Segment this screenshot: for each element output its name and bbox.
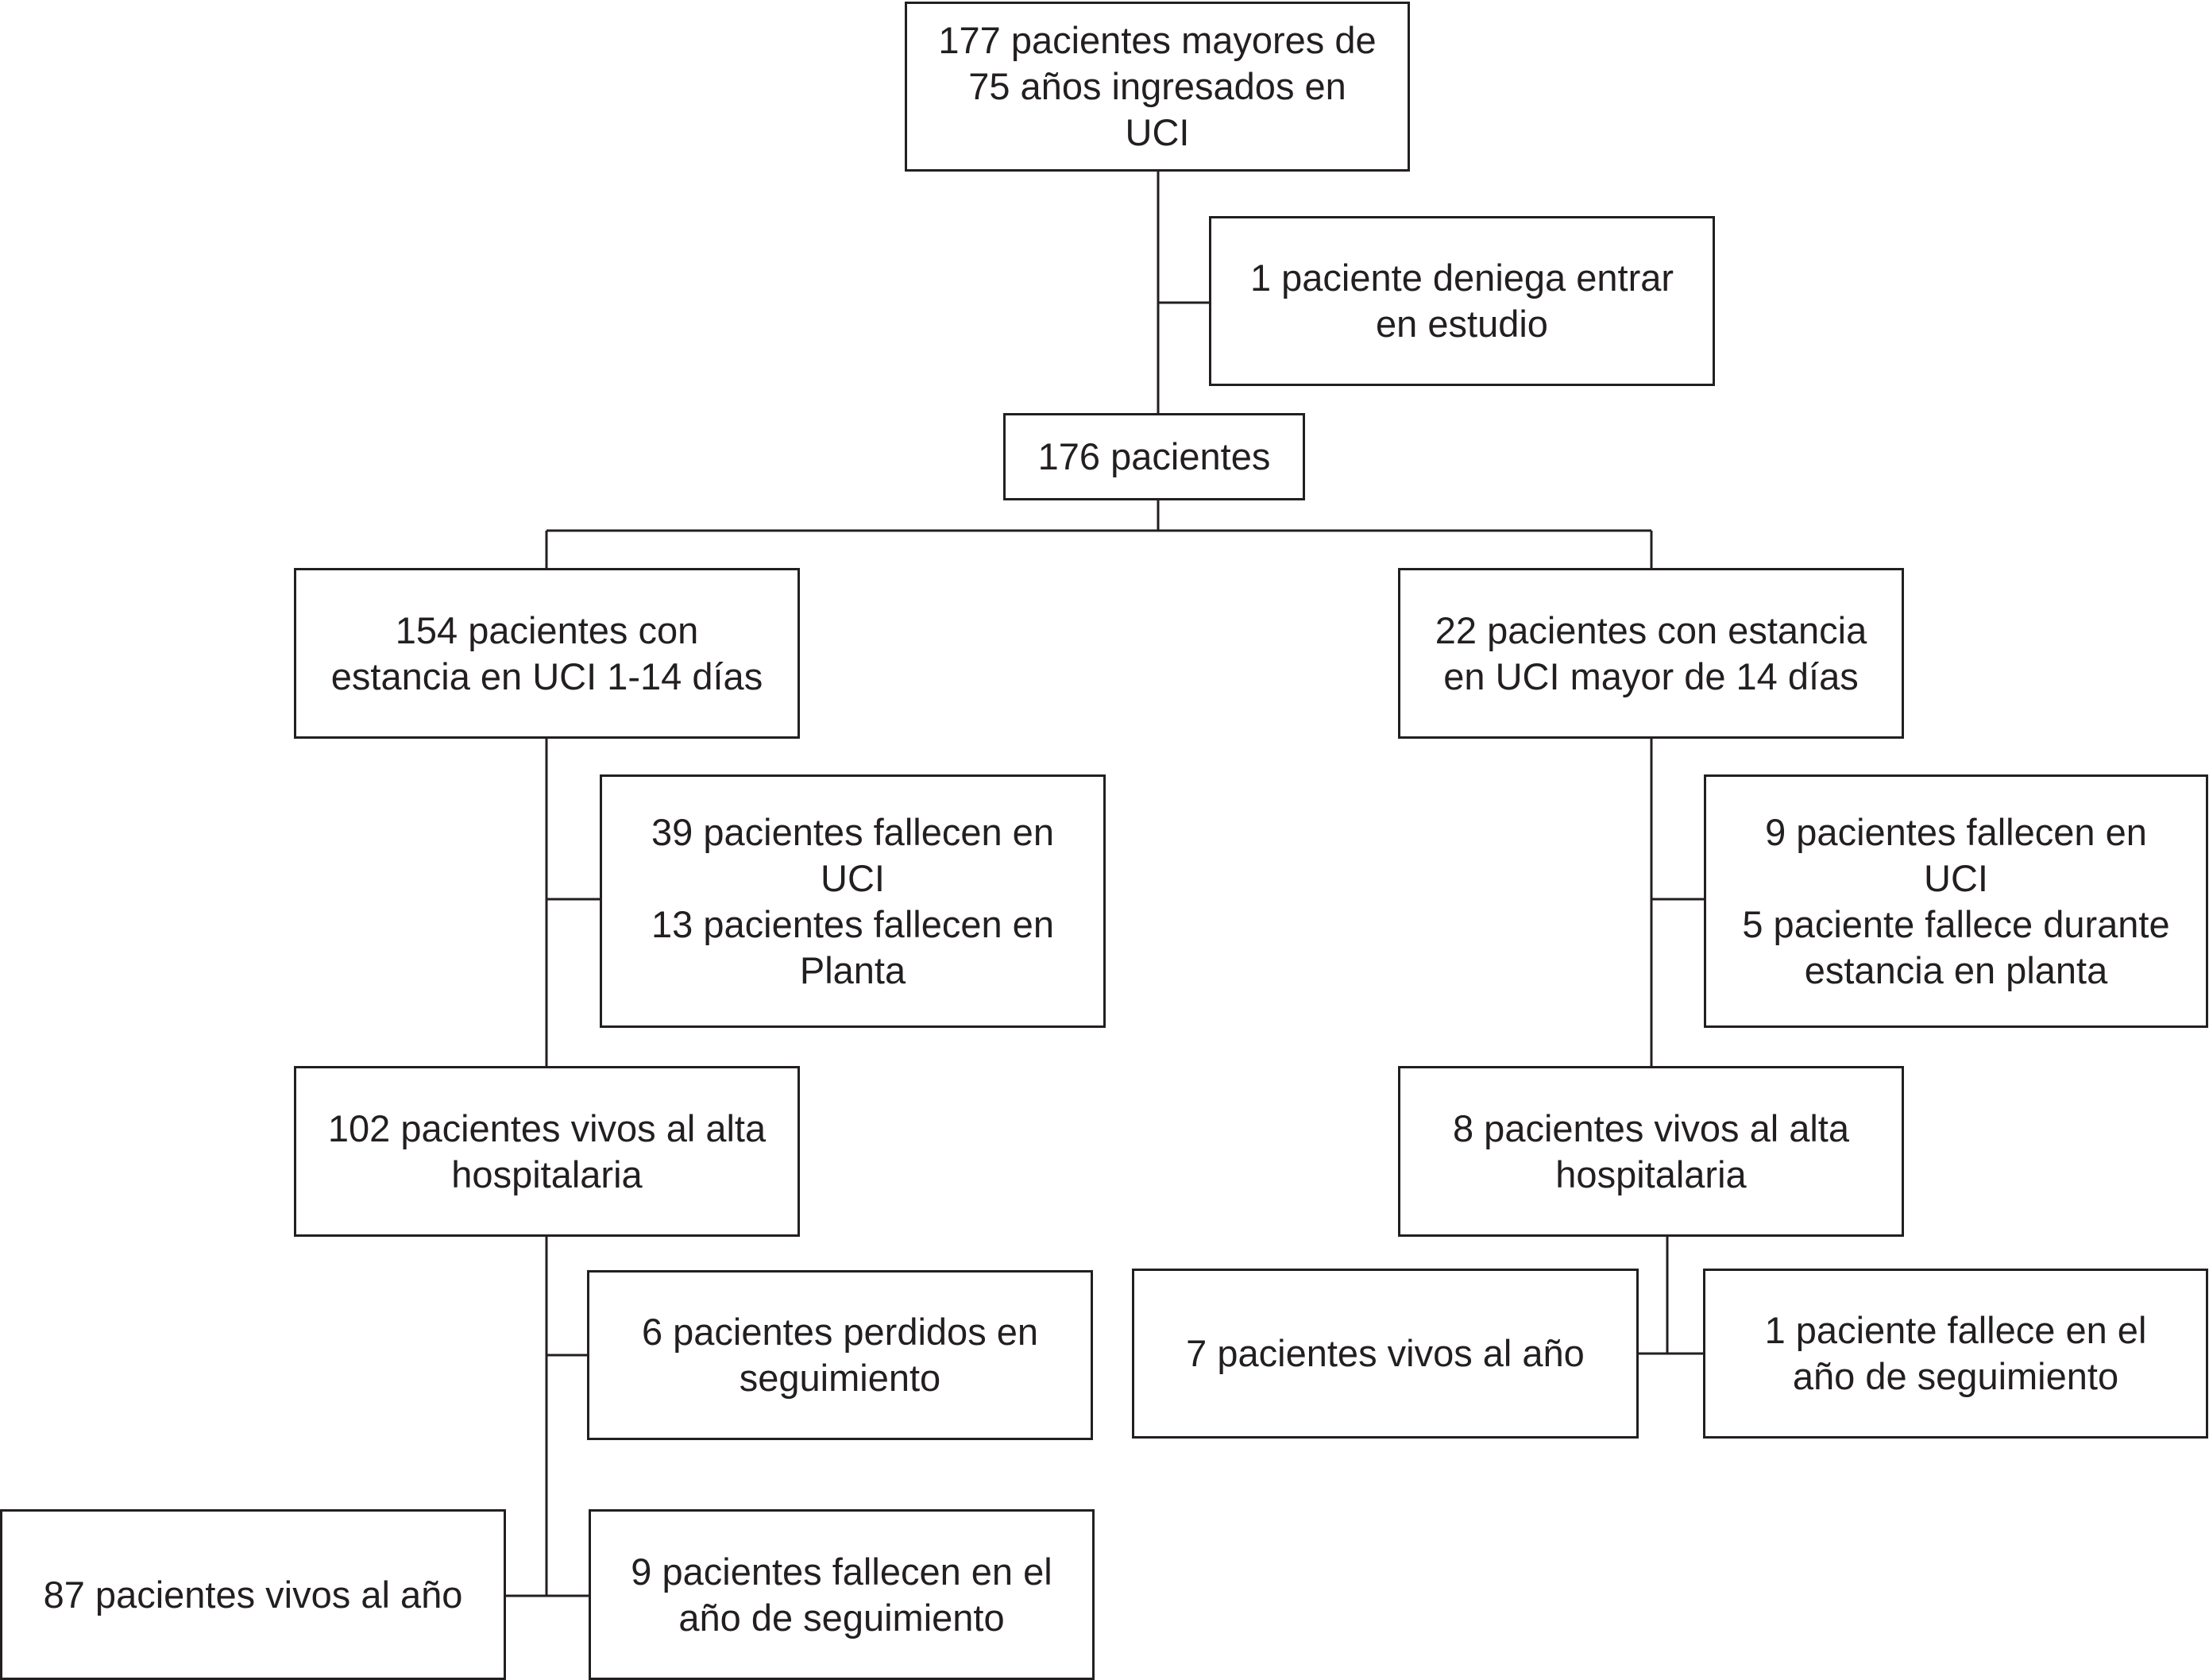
node-short-alive-year: 87 pacientes vivos al año xyxy=(0,1509,506,1680)
node-enrolled: 176 pacientes xyxy=(1003,413,1305,500)
node-long-alive-year: 7 pacientes vivos al año xyxy=(1132,1269,1639,1439)
